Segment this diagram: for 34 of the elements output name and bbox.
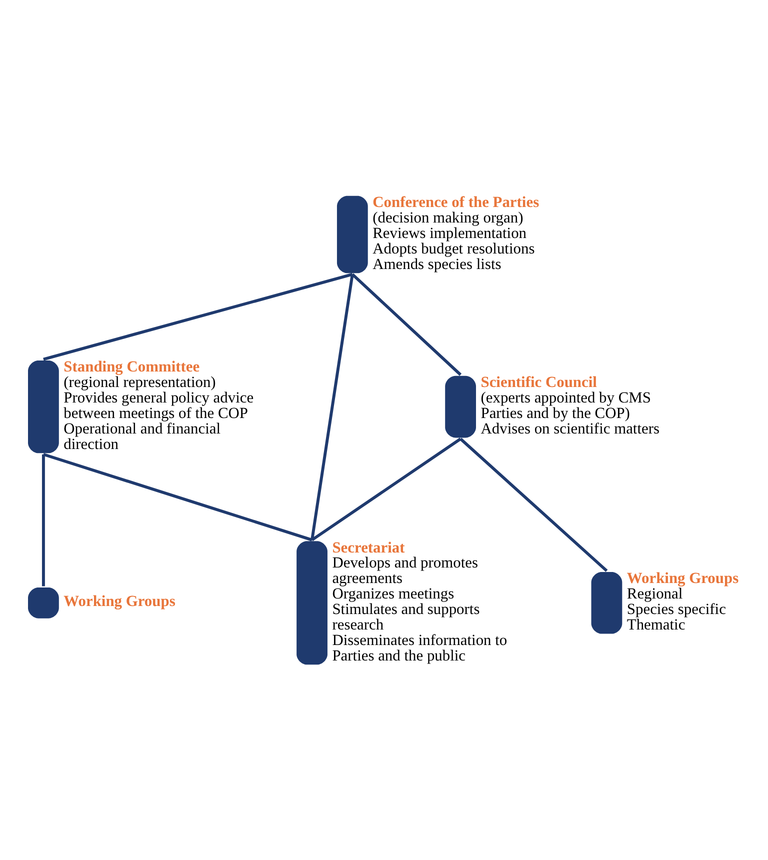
connector: [41, 454, 44, 586]
node-label: Operational and financial direction: [63, 420, 220, 453]
connector: [350, 273, 462, 376]
node-label: Reviews implementation: [372, 224, 526, 242]
node-box: [28, 360, 58, 454]
node-label: Conference of the Parties: [372, 194, 539, 212]
node-label: Working Groups: [626, 570, 738, 588]
node-label: Scientific Council: [480, 374, 596, 392]
node-label: Adopts budget resolutions: [372, 240, 534, 258]
node-label: Develops and promotes agreements: [332, 554, 478, 588]
node-label: Provides general policy advice between meetings of the COP: [63, 390, 254, 422]
node-label: Regional: [626, 586, 682, 603]
node-box: [444, 376, 476, 438]
node-label: Advises on scientific matters: [480, 420, 660, 438]
node-label: Secretariat: [332, 539, 404, 556]
node-label: Amends species lists: [372, 256, 501, 273]
connector: [42, 452, 312, 542]
connector: [310, 274, 354, 540]
node-label: Disseminates information to Parties and the public: [332, 632, 507, 664]
connector: [459, 438, 608, 572]
node-label: Thematic: [626, 616, 685, 634]
node-label: (regional representation): [63, 374, 216, 392]
node-label: Species specific: [626, 601, 726, 618]
node-box: [590, 572, 622, 634]
node-label: Stimulates and supports research: [332, 601, 480, 634]
node-box: [296, 541, 327, 665]
node-label: Organizes meetings: [332, 586, 454, 603]
connector: [310, 438, 461, 542]
node-label: Standing Committee: [63, 358, 200, 376]
node-label: Working Groups: [63, 592, 175, 610]
node-label: (decision making organ): [372, 210, 523, 227]
connector: [42, 272, 352, 361]
node-label: (experts appointed by CMS Parties and by the COP): [480, 390, 650, 422]
node-box: [336, 196, 368, 274]
